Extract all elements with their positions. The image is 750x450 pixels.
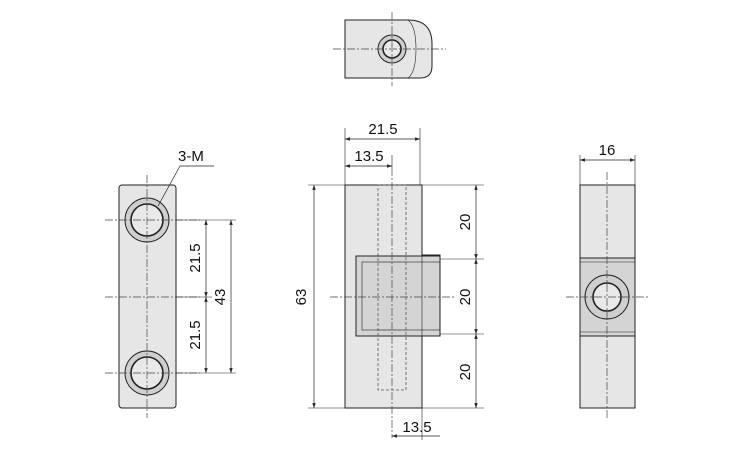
dim-front-bottom-width: 13.5 [402,419,431,436]
dim-front-seg-top: 20 [457,214,474,231]
dim-front-width-total: 21.5 [368,121,397,138]
dim-front-height: 63 [293,289,310,306]
front-view: 21.5 13.5 63 20 20 20 13.5 [293,121,484,440]
dim-front-seg-bottom: 20 [457,364,474,381]
callout-thread: 3-M [178,148,204,165]
dim-left-pitch-top: 21.5 [187,243,204,272]
top-view [333,12,446,86]
dim-front-width-left: 13.5 [354,148,383,165]
dim-left-pitch-total: 43 [212,289,229,306]
dim-front-seg-mid: 20 [457,289,474,306]
dim-side-width: 16 [599,142,616,159]
left-view: 21.5 21.5 43 3-M [105,148,236,418]
side-view: 16 [566,142,650,420]
dim-left-pitch-bottom: 21.5 [187,320,204,349]
